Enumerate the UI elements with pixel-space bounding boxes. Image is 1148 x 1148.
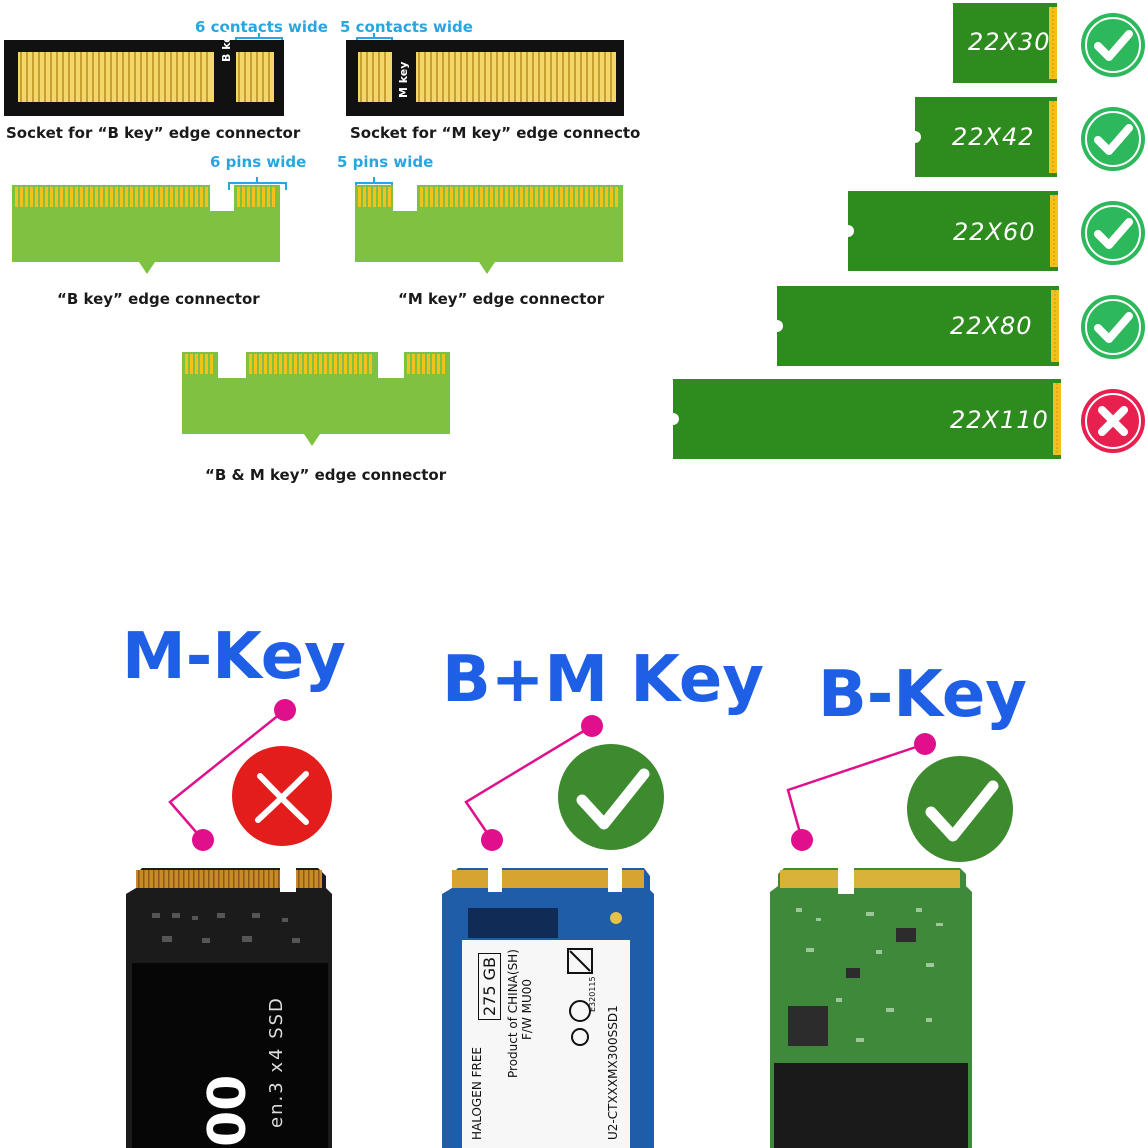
m-key-edge-connector [355, 185, 623, 274]
bm-key-title: B+M Key [442, 643, 764, 717]
pointer-lines [168, 699, 936, 851]
bm-capacity: 275 GB [478, 953, 501, 1020]
certification-icons [567, 948, 593, 1046]
m-key-ssd [126, 868, 332, 1148]
size-label: 22X110 [950, 406, 1049, 434]
b-socket-bracket-label: 6 contacts wide [195, 18, 328, 36]
board-22x30 [953, 3, 1057, 83]
m-edge-caption: “M key” edge connector [398, 290, 605, 308]
m-edge-pins [358, 187, 618, 207]
m-key-socket-label: M key [397, 61, 410, 98]
bm-origin: Product of CHINA(SH) [506, 949, 520, 1078]
b-key-socket [4, 40, 284, 116]
b-edge-bracket-label: 6 pins wide [210, 153, 307, 171]
size-label: 22X30 [968, 28, 1051, 56]
board-22x110 [667, 379, 1061, 459]
cross-icon [1081, 389, 1145, 453]
bm-key-ssd [442, 868, 654, 1148]
size-label: 22X60 [953, 218, 1036, 246]
check-icon [1081, 107, 1145, 171]
m-socket-bracket-label: 5 contacts wide [340, 18, 473, 36]
check-icon [1081, 295, 1145, 359]
m-key-socket [346, 40, 624, 116]
cross-icon [232, 746, 332, 846]
bm-firmware: F/W MU00 [520, 978, 534, 1040]
b-key-edge-connector [12, 185, 280, 274]
b-socket-caption: Socket for “B key” edge connector [6, 124, 301, 142]
m-key-title: M-Key [122, 620, 346, 694]
size-label: 22X42 [952, 123, 1035, 151]
board-22x60 [842, 191, 1058, 271]
b-key-socket-label: B key [220, 28, 233, 62]
m-socket-caption: Socket for “M key” edge connecto [350, 124, 641, 142]
check-icon [1081, 13, 1145, 77]
board-22x80 [771, 286, 1059, 366]
bm-part-number: U2-CTXXXMX300SSD1 [606, 1005, 620, 1140]
m-key-ssd-big: 00 [198, 1074, 258, 1147]
bm-edge-pins [185, 354, 445, 374]
board-22x42 [909, 97, 1057, 177]
check-icon [558, 744, 664, 850]
bm-edge-caption: “B & M key” edge connector [205, 466, 447, 484]
bm-key-edge-connector [182, 352, 450, 446]
m-edge-bracket-label: 5 pins wide [337, 153, 434, 171]
check-icon [1081, 201, 1145, 265]
m-key-ssd-text: en.3 x4 SSD [266, 996, 287, 1128]
size-label: 22X80 [950, 312, 1033, 340]
b-key-ssd [770, 868, 972, 1148]
bm-halogen: HALOGEN FREE [470, 1046, 484, 1140]
b-key-title: B-Key [818, 658, 1027, 732]
b-edge-pins [15, 187, 275, 207]
check-icon [907, 756, 1013, 862]
b-edge-caption: “B key” edge connector [57, 290, 260, 308]
